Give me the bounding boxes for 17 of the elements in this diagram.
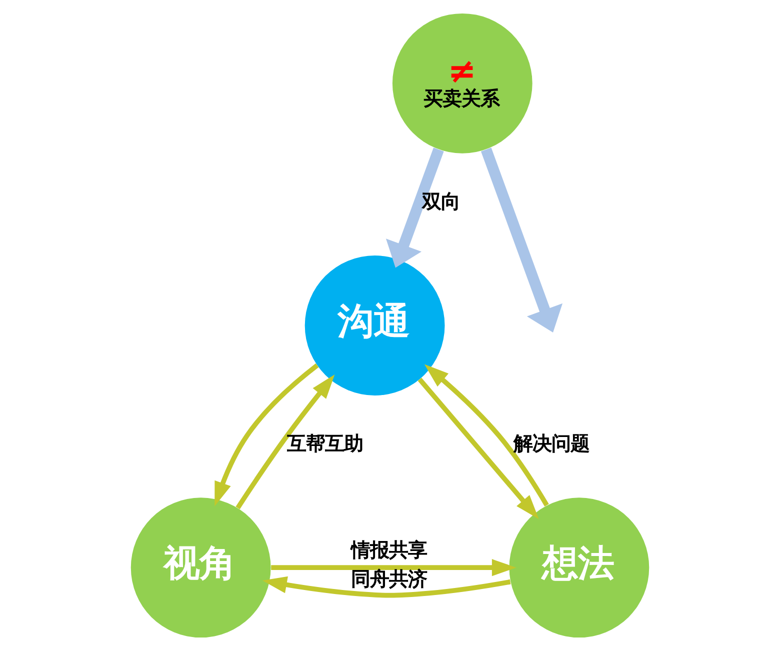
node-circle: 沟通 <box>304 256 445 396</box>
node-circle: 视角 <box>130 498 271 638</box>
arrow <box>262 576 511 598</box>
node-circle: 想法 <box>509 498 650 638</box>
edge-label: 情报共享 <box>351 538 428 562</box>
edge-label: 解决问题 <box>513 432 590 455</box>
node-circle: ≠ 买卖关系 <box>392 13 532 154</box>
arrow <box>236 374 335 510</box>
edge-label: 同舟共济 <box>351 568 428 591</box>
edge-label: 双向 <box>422 190 460 213</box>
arrow <box>480 148 563 333</box>
arrow <box>386 148 444 268</box>
arrow <box>214 363 319 506</box>
arrow <box>424 364 549 506</box>
edge-label: 互帮互助 <box>287 432 364 455</box>
arrow <box>418 378 539 520</box>
arrow <box>271 559 516 576</box>
